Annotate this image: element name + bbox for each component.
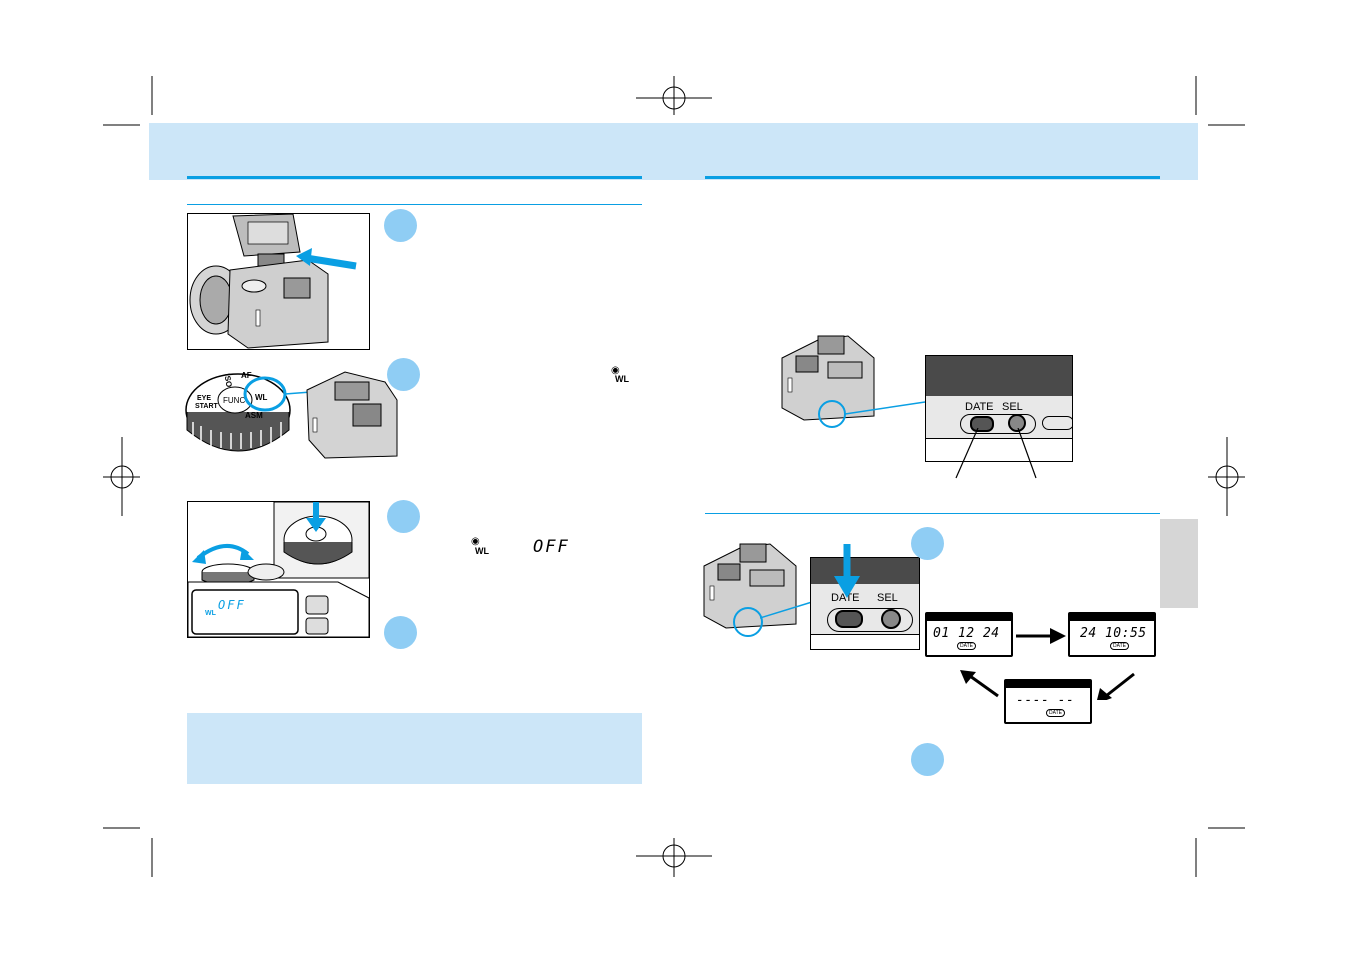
left-section-rule bbox=[187, 176, 642, 179]
sel-button[interactable] bbox=[1008, 414, 1026, 432]
left-subsection-rule bbox=[187, 204, 642, 205]
step-1-circle bbox=[911, 527, 944, 560]
figure-press-date bbox=[700, 542, 800, 640]
lcd-mode-icons bbox=[1070, 614, 1154, 621]
step-3-circle bbox=[387, 500, 420, 533]
press-panel-bottom-strip bbox=[811, 634, 919, 649]
sel-button[interactable] bbox=[881, 609, 901, 629]
date-button-label: DATE bbox=[965, 401, 994, 413]
note-box bbox=[187, 713, 642, 784]
figure-mode-dial: FUNC ISO AF WL ASM EYE START bbox=[185, 360, 400, 462]
camera-back-illustration bbox=[781, 335, 875, 428]
step-2-circle bbox=[911, 743, 944, 776]
lcd-screen-date: 01 12 24 DATE bbox=[925, 612, 1013, 657]
mode-dial-illustration: FUNC ISO AF WL ASM EYE START bbox=[185, 371, 398, 459]
wl-label: WL bbox=[475, 546, 489, 556]
camera-with-flash-illustration bbox=[189, 214, 357, 349]
lcd-screen-time: 24 10:55 DATE bbox=[1068, 612, 1156, 657]
lcd-value: ---- -- bbox=[1016, 693, 1075, 708]
date-button-key[interactable] bbox=[835, 610, 863, 628]
lcd-mode-icons bbox=[1006, 681, 1090, 688]
press-arrow bbox=[834, 544, 860, 598]
svg-text:START: START bbox=[195, 403, 219, 410]
date-button-press-panel: DATE SEL bbox=[810, 557, 920, 650]
svg-text:ASM: ASM bbox=[245, 411, 263, 420]
svg-text:AF: AF bbox=[241, 371, 252, 380]
right-section-rule bbox=[705, 176, 1160, 179]
cycle-arrows bbox=[960, 628, 1135, 700]
lcd-value: 01 12 24 bbox=[933, 626, 1000, 641]
button-closeup-panel: DATE SEL bbox=[925, 355, 1073, 462]
wl-label: WL bbox=[615, 374, 629, 384]
sel-button-label: SEL bbox=[1002, 401, 1023, 413]
camera-back-illustration bbox=[703, 543, 797, 637]
header-band bbox=[149, 123, 1198, 180]
lcd-date-tag: DATE bbox=[957, 642, 976, 650]
lcd-date-tag: DATE bbox=[1110, 642, 1129, 650]
callout-line bbox=[845, 401, 926, 415]
lcd-date-tag: DATE bbox=[1046, 709, 1065, 717]
eye-icon: ◉ bbox=[471, 536, 480, 547]
chapter-side-tab bbox=[1160, 519, 1198, 608]
pointer-lines bbox=[955, 428, 1037, 479]
closeup-bottom-strip bbox=[926, 438, 1072, 461]
callout-line-2 bbox=[760, 601, 813, 619]
mode-button bbox=[1042, 416, 1072, 430]
date-button[interactable] bbox=[960, 414, 1036, 434]
step-3-off-display: OFF bbox=[533, 537, 570, 557]
right-subsection-rule bbox=[705, 513, 1160, 514]
control-dial-illustration bbox=[188, 502, 369, 637]
figure-dial-rotation: OFF WL bbox=[187, 501, 370, 638]
svg-text:WL: WL bbox=[255, 393, 268, 402]
date-button-key[interactable] bbox=[970, 416, 994, 432]
date-button[interactable] bbox=[827, 608, 913, 632]
step-1-circle bbox=[384, 209, 417, 242]
svg-text:EYE: EYE bbox=[197, 395, 211, 402]
figure-camera-back bbox=[778, 334, 878, 430]
lcd-mode-icons bbox=[927, 614, 1011, 621]
lcd-value: 24 10:55 bbox=[1080, 626, 1147, 641]
step-2-circle bbox=[387, 358, 420, 391]
date-button-label: DATE bbox=[831, 592, 860, 604]
figure-display-wl-label: WL bbox=[205, 610, 216, 617]
svg-text:ISO: ISO bbox=[222, 373, 233, 388]
step-4-circle bbox=[384, 616, 417, 649]
dial-func-label: FUNC bbox=[223, 396, 245, 405]
lcd-screen-off: ---- -- DATE bbox=[1004, 679, 1092, 724]
figure-display-off-text: OFF bbox=[218, 598, 246, 612]
step-2-wl-symbol: ◉ WL bbox=[608, 365, 634, 385]
step-3-wl-symbol: ◉ WL bbox=[469, 537, 493, 557]
eye-icon: ◉ bbox=[611, 365, 620, 376]
figure-flash-mount bbox=[187, 213, 370, 350]
sel-button-label: SEL bbox=[877, 592, 898, 604]
